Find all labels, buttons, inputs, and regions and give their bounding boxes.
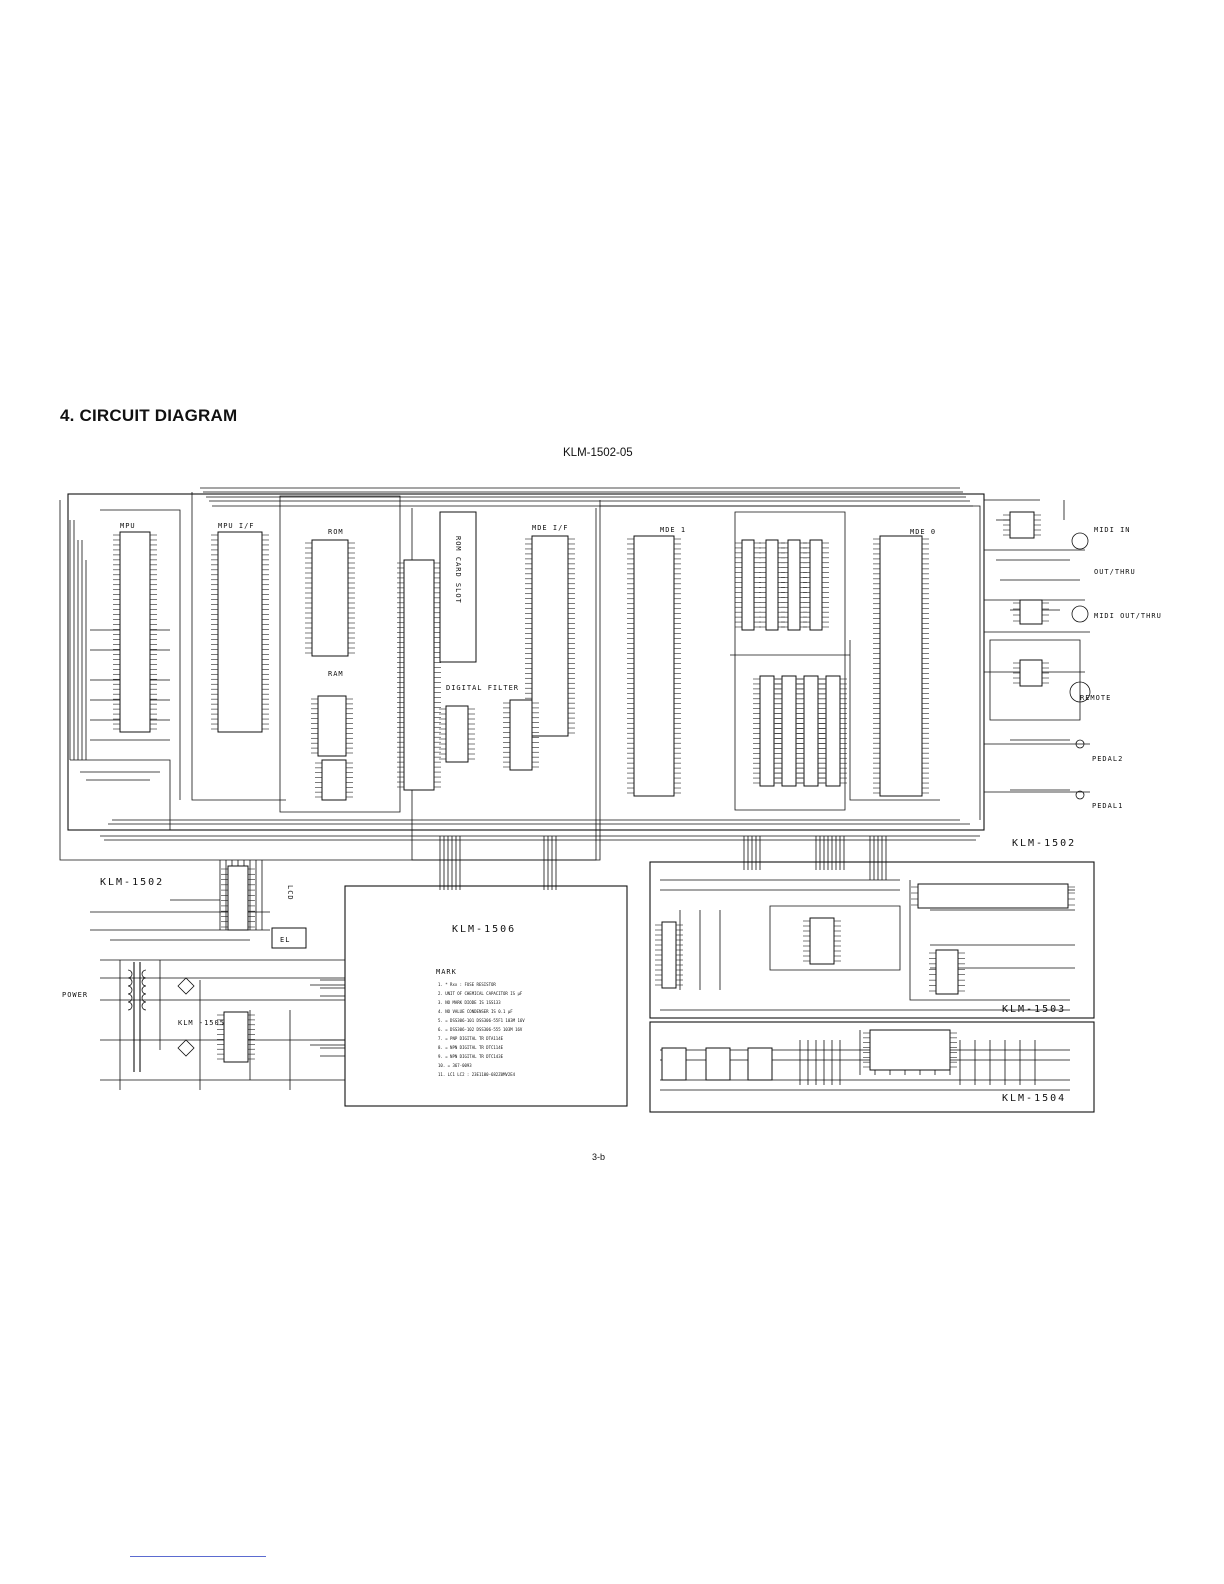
- mde0-label: MDE 0: [910, 528, 936, 536]
- sram-chip: [765, 539, 779, 631]
- lcd-driver-chip: [227, 865, 249, 931]
- mark-note: 4. NO VALUE CONDENSER IS 0.1 μF: [438, 1009, 513, 1014]
- key-scan-chip: [935, 949, 959, 995]
- mark-note: 11. LC1 LC2 : 23E1100-682Z0MV2E4: [438, 1072, 516, 1077]
- mpu-label: MPU: [120, 522, 136, 530]
- klm1502-lcd-label: KLM-1502: [100, 877, 164, 888]
- sram-chip: [809, 539, 823, 631]
- midi-out-jack: [1071, 605, 1089, 623]
- mark-note: 8. = NPN DIGITAL TR DTC114E: [438, 1045, 504, 1050]
- remote-chip: [1019, 659, 1043, 687]
- mde1-chip: [633, 535, 675, 797]
- out-thru-label: OUT/THRU: [1094, 568, 1136, 576]
- mde-if-aux-chip: [509, 699, 533, 771]
- remote-jack: [1069, 681, 1091, 703]
- mark-note: 9. = NPN DIGITAL TR DTC143E: [438, 1054, 504, 1059]
- klm1503-outline: [649, 861, 1095, 1019]
- mde1-label: MDE 1: [660, 526, 686, 534]
- power-label: POWER: [62, 991, 88, 999]
- mark-note: 6. = DSS306-102 DSS306-555 103M 16V: [438, 1027, 523, 1032]
- dram-chip: [803, 675, 819, 787]
- mde0-chip: [879, 535, 923, 797]
- ram-aux-chip: [321, 759, 347, 801]
- rom-label: ROM: [328, 528, 344, 536]
- mark-legend: MARK 1. * Rxx : FUSE RESISTOR 2. UNIT OF…: [436, 968, 525, 1077]
- midi-out-thru-label: MIDI OUT/THRU: [1094, 612, 1162, 620]
- pedal2-jack: [1075, 739, 1085, 749]
- led-driver-chip: [661, 921, 677, 989]
- klm1504-label: KLM-1504: [1002, 1093, 1066, 1104]
- klm1506-label: KLM-1506: [452, 924, 516, 935]
- sram-chip: [787, 539, 801, 631]
- pedal2-label: PEDAL2: [1092, 755, 1123, 763]
- mark-note: 10. = 367-0093: [438, 1063, 472, 1068]
- rom-card-slot-label: ROM CARD SLOT: [454, 536, 462, 604]
- klm1504-outline: [649, 1021, 1095, 1113]
- rom-card-slot-outline: [439, 511, 477, 663]
- midi-in-jack: [1071, 532, 1089, 550]
- mpu-if-label: MPU I/F: [218, 522, 255, 530]
- mark-note: 1. * Rxx : FUSE RESISTOR: [438, 982, 496, 987]
- dram-chip: [759, 675, 775, 787]
- klm1505-label: KLM -1505: [178, 1019, 225, 1027]
- schematic-wiring: [59, 487, 1090, 1091]
- tact-switch-array: [869, 1029, 951, 1071]
- mark-note: 7. = PNP DIGITAL TR DTA114E: [438, 1036, 504, 1041]
- switch-encoder-chip: [809, 917, 835, 965]
- page-number: 3-b: [592, 1152, 606, 1162]
- klm1506-outline: [344, 885, 628, 1107]
- el-label: EL: [280, 936, 290, 944]
- ic-packages: [113, 511, 1075, 1071]
- mark-note: 3. NO MARK DIODE IS 1SS133: [438, 1000, 501, 1005]
- mde-if-label: MDE I/F: [532, 524, 569, 532]
- midi-in-chip: [1009, 511, 1035, 539]
- midi-out-chip: [1019, 599, 1043, 625]
- rom-chip: [311, 539, 349, 657]
- klm1503-label: KLM-1503: [1002, 1004, 1066, 1015]
- mark-note: 2. UNIT OF CHEMICAL CAPACITOR IS μF: [438, 991, 523, 996]
- ram-label: RAM: [328, 670, 344, 678]
- switch-array: [917, 883, 1069, 909]
- digital-filter-chip: [445, 705, 469, 763]
- page-heading: 4. CIRCUIT DIAGRAM: [60, 406, 238, 425]
- mpu-if-chip: [217, 531, 263, 733]
- diagram-subtitle: KLM-1502-05: [563, 447, 633, 459]
- card-buffer-chip: [403, 559, 435, 791]
- pedal1-label: PEDAL1: [1092, 802, 1123, 810]
- lcd-label: LCD: [286, 885, 294, 901]
- mark-title: MARK: [436, 968, 457, 976]
- pedal1-jack: [1075, 790, 1085, 800]
- footnote-rule: [130, 1556, 266, 1557]
- ram-chip: [317, 695, 347, 757]
- klm1502-main-label: KLM-1502: [1012, 838, 1076, 849]
- dram-chip: [781, 675, 797, 787]
- el-backlight-box: [271, 927, 307, 949]
- mde-if-chip: [531, 535, 569, 737]
- remote-label: REMOTE: [1080, 694, 1111, 702]
- midi-in-label: MIDI IN: [1094, 526, 1131, 534]
- digital-filter-label: DIGITAL FILTER: [446, 684, 519, 692]
- regulator-chip: [223, 1011, 249, 1063]
- sram-chip: [741, 539, 755, 631]
- mpu-chip: [119, 531, 151, 733]
- mark-note: 5. = DSS306-101 DSS306-55F1 103M 16V: [438, 1018, 525, 1023]
- dram-chip: [825, 675, 841, 787]
